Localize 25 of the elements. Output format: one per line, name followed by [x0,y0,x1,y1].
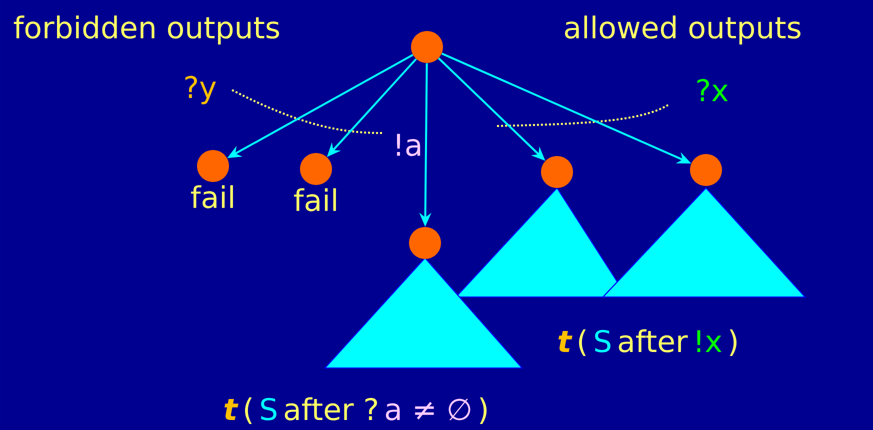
label: a ≠ ∅ [386,398,470,420]
group-heading: ?x [697,78,728,102]
edge-label: !a [392,132,424,158]
group-heading: forbidden outputs [14,16,280,44]
group-heading: ?y [185,76,216,104]
label: after ? [284,397,378,420]
state-dot [411,31,443,63]
label: ( [579,329,586,356]
expression-label: t ( S after !x ) [558,329,736,356]
label: S [261,398,276,420]
label: S [595,330,610,352]
state-dot [409,227,441,259]
label: ) [730,329,736,356]
label: ( [245,397,252,424]
node-caption: fail [190,185,233,208]
state-dot [541,156,573,188]
state-dot [690,154,722,186]
expression-label: t ( S after ? a ≠ ∅ ) [224,397,487,424]
node-caption: fail [294,188,336,212]
label: ) [480,397,487,424]
label: after [618,329,688,352]
label: t [558,331,572,352]
group-heading: allowed outputs [565,16,800,44]
label: t [224,399,238,420]
label: !x [697,330,722,352]
